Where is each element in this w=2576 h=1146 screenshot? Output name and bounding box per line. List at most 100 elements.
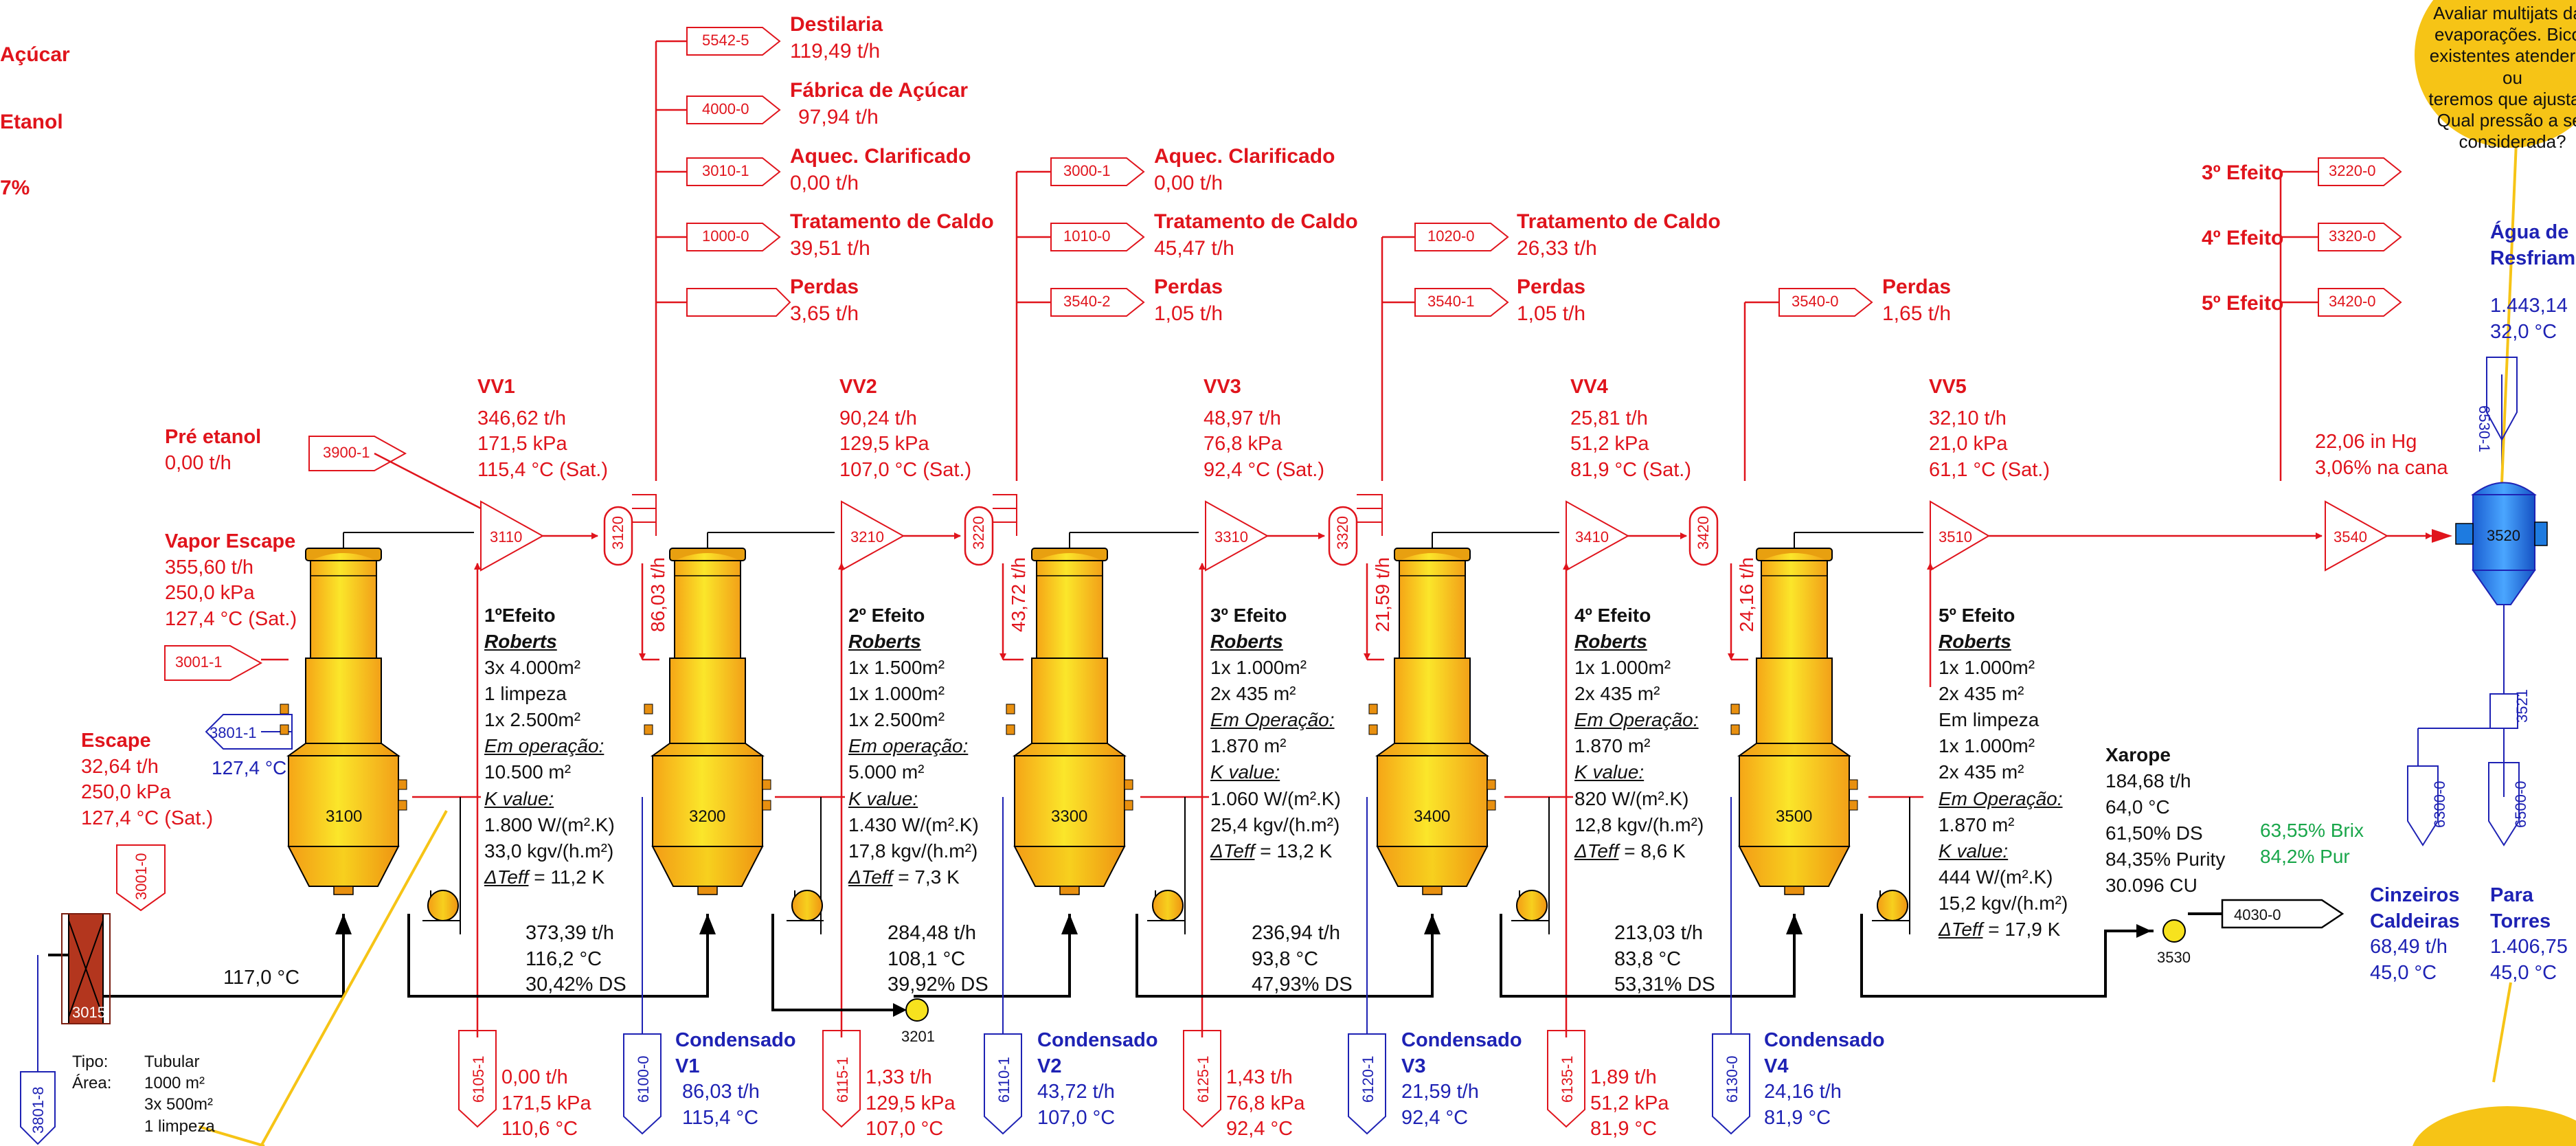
pump-icon <box>786 890 824 921</box>
note-bubble-bottom <box>2413 1106 2576 1146</box>
equip-3015: 3015 <box>72 1004 106 1021</box>
tag-3900-1: 3900-1 <box>323 444 370 461</box>
tag-3220-0: 3220-0 <box>2329 162 2376 179</box>
equip-3530: 3530 <box>2157 949 2191 966</box>
equip-3510: 3510 <box>1939 528 1972 546</box>
tag-6300-0: 6300-0 <box>2431 780 2448 828</box>
tag-5542-5: 5542-5 <box>702 32 749 49</box>
tag-4030-0: 4030-0 <box>2234 906 2281 923</box>
tag-3540-0: 3540-0 <box>1792 293 1839 310</box>
equip-3540: 3540 <box>2334 528 2367 546</box>
pump-3530-icon <box>2162 919 2186 943</box>
tag-1020-0: 1020-0 <box>1427 227 1475 245</box>
tag-3000-1: 3000-1 <box>1063 162 1111 179</box>
tag-3010-1: 3010-1 <box>702 162 749 179</box>
feed-temp: 117,0 °C <box>223 967 300 989</box>
equip-3500: 3500 <box>1776 807 1813 826</box>
tag-3801-1: 3801-1 <box>210 724 257 741</box>
tag-6130-0: 6130-0 <box>1724 1055 1741 1103</box>
equip-3100: 3100 <box>326 807 363 826</box>
tag-1000-0: 1000-0 <box>702 227 749 245</box>
label-3-efeito: 3º Efeito <box>2202 161 2284 184</box>
tag-6135-1: 6135-1 <box>1559 1055 1576 1103</box>
equip-3200: 3200 <box>689 807 726 826</box>
tag-3420-0: 3420-0 <box>2329 293 2376 310</box>
heater-info: Tipo:Tubular Área:1000 m² 3x 500m² 1 lim… <box>72 1053 215 1136</box>
tag-3320-0: 3320-0 <box>2329 227 2376 245</box>
equip-3210: 3210 <box>850 528 884 546</box>
callout-pointers <box>199 109 2519 1146</box>
temp-3801: 127,4 °C <box>212 757 287 778</box>
flow-v2: 43,72 t/h <box>1008 557 1029 632</box>
equip-3400: 3400 <box>1414 807 1451 826</box>
tag-6115-1: 6115-1 <box>834 1057 851 1103</box>
tag-1010-0: 1010-0 <box>1063 227 1111 245</box>
tag-6120-1: 6120-1 <box>1359 1055 1377 1103</box>
equip-3220: 3220 <box>970 516 987 550</box>
pump-icon <box>1511 890 1549 921</box>
label-4-efeito: 4º Efeito <box>2202 227 2284 249</box>
evaporator-3100 <box>280 548 407 895</box>
flow-v4: 24,16 t/h <box>1736 557 1757 632</box>
heater-3015 <box>61 913 111 1024</box>
equip-3410: 3410 <box>1575 528 1609 546</box>
equip-3300: 3300 <box>1051 807 1088 826</box>
tag-3521: 3521 <box>2513 689 2531 723</box>
tag-6110-1: 6110-1 <box>995 1057 1013 1103</box>
label-5-efeito: 5º Efeito <box>2202 292 2284 315</box>
tag-4000-0: 4000-0 <box>702 100 749 117</box>
tag-6125-1: 6125-1 <box>1195 1055 1212 1103</box>
equip-3120: 3120 <box>609 516 626 550</box>
tag-6100-0: 6100-0 <box>635 1055 652 1103</box>
equip-3310: 3310 <box>1214 528 1248 546</box>
tag-6530-1: 6530-1 <box>2476 405 2493 453</box>
flow-v3: 21,59 t/h <box>1372 557 1393 632</box>
label-percent: 7% <box>0 177 30 199</box>
equip-3420: 3420 <box>1695 516 1712 550</box>
pump-icon <box>1146 890 1185 921</box>
condenser-3520 <box>2455 482 2548 605</box>
equip-3320: 3320 <box>1334 516 1351 550</box>
equip-3520: 3520 <box>2487 527 2520 544</box>
